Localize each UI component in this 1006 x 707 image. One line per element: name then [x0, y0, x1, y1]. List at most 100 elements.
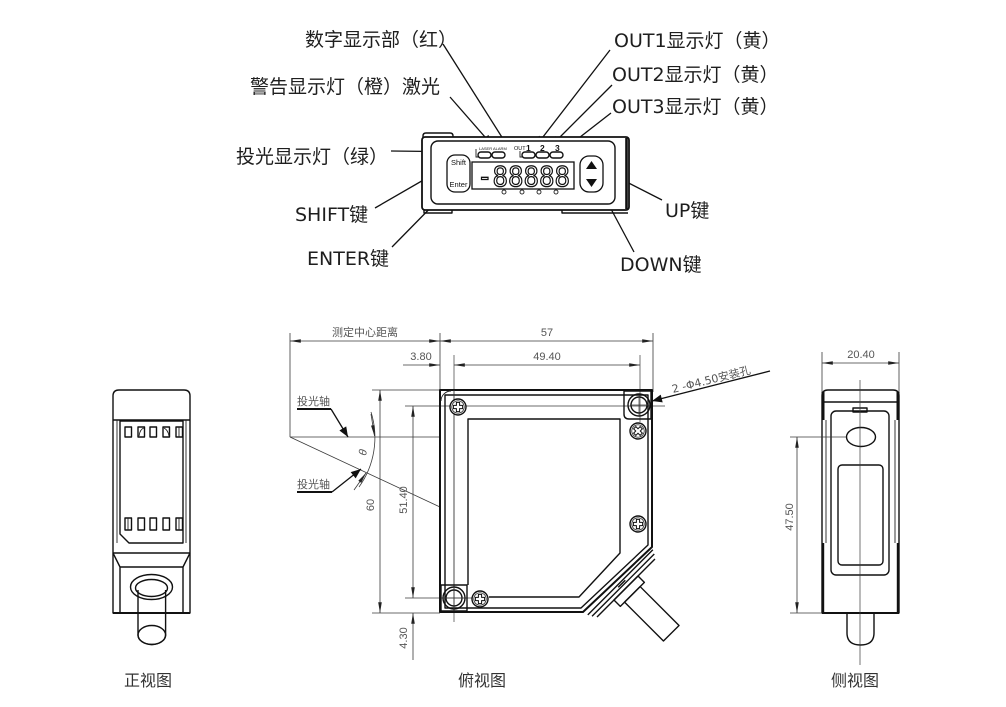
angle-symbol: θ [357, 449, 370, 457]
out2-led [535, 151, 550, 159]
front-lens-row-top [124, 426, 184, 438]
dim-length: 57 [541, 327, 553, 339]
label-digital-display: 数字显示部（红） [305, 29, 457, 51]
label-out1-indicator: OUT1显示灯（黄） [614, 30, 781, 52]
screw-icon [629, 422, 647, 440]
lens-slot [149, 517, 158, 531]
shift-enter-key-outline [446, 154, 471, 193]
decimal-dot [553, 189, 559, 195]
optical-window [467, 418, 621, 598]
side-view-drawing: 20.40 47.50 侧视图 [784, 349, 900, 690]
dim-hole-offset-x: 3.80 [410, 351, 431, 363]
front-view-drawing: 正视图 [112, 389, 191, 690]
body-corner-fillet [440, 390, 452, 402]
sensor-front-panel: LASER ALARM OUT 1 2 3 Shift Enter -88888 [421, 132, 630, 214]
lens-slot [162, 517, 171, 531]
top-view-drawing: 测定中心距离 57 3.80 49.40 θ 投光轴 投光轴 60 51.40 … [289, 325, 771, 690]
lens-slot [137, 426, 146, 438]
screw-icon [629, 515, 647, 533]
alarm-label: ALARM [493, 146, 507, 151]
triangle-down-icon [586, 179, 597, 187]
dim-height: 60 [365, 499, 377, 511]
body-outline [439, 389, 653, 613]
label-shift-key: SHIFT键 [295, 204, 368, 226]
shift-enter-button: Shift Enter [446, 154, 471, 193]
lens-slot [162, 426, 171, 438]
out-label: OUT [514, 146, 526, 152]
panel-top-tab [422, 132, 454, 140]
side-body-outline [821, 389, 900, 614]
top-view-title: 俯视图 [458, 671, 506, 690]
panel-inner-face [430, 140, 616, 205]
side-connector [846, 614, 875, 646]
panel-bottom-lip-left [423, 210, 453, 214]
side-window [837, 464, 884, 566]
side-axis-slot [845, 426, 877, 448]
label-enter-key: ENTER键 [307, 248, 389, 270]
gland-plate-line [591, 553, 655, 617]
leader-arrow-out2 [550, 84, 613, 147]
cable [623, 585, 680, 642]
label-emitter-indicator: 投光显示灯（绿） [236, 146, 388, 168]
dim-hole-spacing-y: 51.40 [398, 486, 410, 514]
front-view-title: 正视图 [124, 671, 172, 690]
cable-boot [613, 575, 646, 608]
digital-display: -88888 [471, 159, 575, 195]
decimal-dot [501, 189, 507, 195]
label-alarm-indicator: 警告显示灯（橙）激光 [250, 76, 440, 98]
out1-number: 1 [526, 143, 531, 153]
lens-slot [124, 426, 133, 438]
up-down-key-outline [579, 155, 604, 193]
decimal-dot [536, 189, 542, 195]
triangle-up-icon [586, 161, 597, 169]
laser-led [477, 151, 492, 159]
leader-arrow-out1 [535, 49, 611, 147]
alarm-led [491, 151, 506, 159]
label-out3-indicator: OUT3显示灯（黄） [612, 96, 779, 118]
out3-number: 3 [555, 143, 560, 153]
panel-bottom-lip-right [561, 210, 628, 214]
cable-gland-ring [129, 573, 174, 601]
shift-key-label: Shift [451, 158, 467, 167]
lens-slot [137, 517, 146, 531]
out1-led [521, 151, 536, 159]
dim-hole-offset-y: 4.30 [398, 627, 410, 648]
body-inner-frame [444, 394, 649, 609]
angle-arrow [370, 413, 375, 437]
dim-measure-center-distance: 测定中心距离 [332, 325, 398, 339]
front-cable [129, 573, 174, 646]
label-down-key: DOWN键 [620, 254, 702, 276]
front-connector-housing [112, 552, 191, 613]
dim-axis-height: 47.50 [784, 503, 796, 531]
angle-arrow [353, 472, 367, 491]
screw-icon [471, 590, 489, 608]
mounting-block-bottom-left [440, 584, 468, 612]
front-lens-row-bottom [124, 517, 184, 531]
dim-mounting-holes: 2 -Φ4.50安装孔 [670, 363, 752, 396]
callout-labels: 数字显示部（红） 警告显示灯（橙）激光 投光显示灯（绿） SHIFT键 ENTE… [236, 29, 781, 276]
indicator-leds: LASER ALARM OUT 1 2 3 [475, 143, 564, 159]
lens-reflection [138, 427, 145, 437]
display-window [471, 161, 575, 190]
dim-width: 20.40 [847, 349, 875, 361]
emit-axis-label-upper: 投光轴 [297, 394, 330, 408]
cable-end [137, 624, 167, 646]
lens-reflection [163, 427, 170, 437]
cable-gland-inner-ring [134, 578, 169, 598]
screw-icon [449, 398, 467, 416]
emit-axis-leader-lower [331, 468, 362, 493]
sensor-body-top-view [439, 389, 680, 642]
out2-number: 2 [540, 143, 545, 153]
enter-key-label: Enter [450, 180, 468, 189]
gland-plate-line [587, 549, 654, 616]
emit-axis-label-lower: 投光轴 [297, 477, 330, 491]
lens-slot [149, 426, 158, 438]
laser-label: LASER [479, 146, 492, 151]
front-lens-panel [119, 420, 184, 544]
label-out2-indicator: OUT2显示灯（黄） [612, 64, 779, 86]
display-readout: -88888 [477, 160, 570, 193]
side-view-title: 侧视图 [831, 671, 879, 690]
axis-angled-line [289, 436, 441, 508]
gland-mark [617, 579, 626, 588]
